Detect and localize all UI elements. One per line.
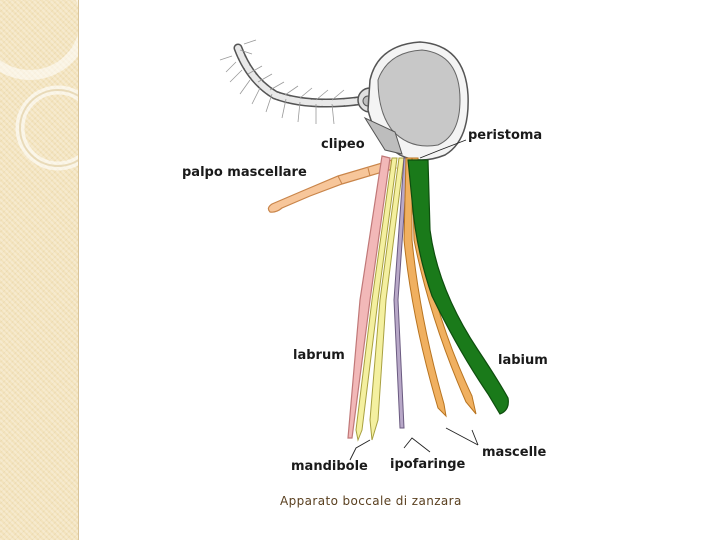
label-labium: labium xyxy=(498,353,548,368)
label-leader-lines xyxy=(349,139,479,461)
head xyxy=(367,41,469,161)
decorative-side-strip xyxy=(0,0,79,540)
figure-caption: Apparato boccale di zanzara xyxy=(280,494,462,508)
label-mascelle: mascelle xyxy=(482,445,547,460)
label-peristoma: peristoma xyxy=(468,128,543,143)
label-mandibole: mandibole xyxy=(291,459,368,474)
label-palpo-mascellare: palpo mascellare xyxy=(182,165,307,180)
antenna xyxy=(219,39,383,125)
label-ipofaringe: ipofaringe xyxy=(390,457,466,472)
palpo-mascellare-part xyxy=(267,159,397,213)
mandibole-part xyxy=(355,157,405,442)
labrum-part xyxy=(347,155,391,439)
label-clipeo: clipeo xyxy=(321,137,365,152)
decorative-rings-icon xyxy=(0,0,78,171)
labium-part xyxy=(407,159,509,415)
label-labrum: labrum xyxy=(293,348,345,363)
clipeo-part xyxy=(363,116,403,155)
